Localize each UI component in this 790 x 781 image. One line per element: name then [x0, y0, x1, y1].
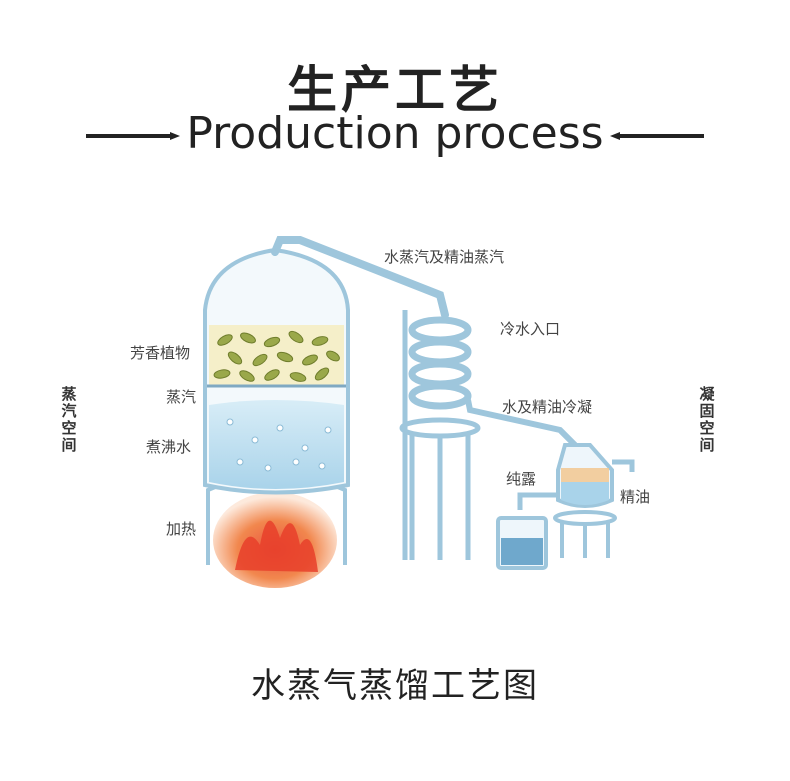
subtitle-row: Production process	[0, 108, 790, 164]
distillation-illustration	[203, 236, 635, 588]
divider-left	[86, 132, 180, 140]
bubbles	[226, 418, 332, 472]
vapor-pipe	[271, 236, 449, 319]
label-heating: 加热	[166, 520, 197, 538]
separator-water	[561, 482, 609, 505]
oil-spout	[612, 459, 635, 472]
label-steam: 蒸汽	[166, 388, 197, 406]
fire-flames	[235, 520, 318, 572]
label-steam-space: 蒸汽空间	[61, 385, 77, 454]
separator-stand	[553, 510, 617, 558]
label-boiling-water: 煮沸水	[146, 438, 192, 456]
label-condensation: 水及精油冷凝	[502, 398, 593, 416]
boiling-water	[209, 400, 344, 489]
label-essential-oil: 精油	[620, 488, 651, 506]
hydrosol-liquid	[501, 538, 543, 565]
condenser-outlet	[465, 399, 578, 448]
condenser-stand	[399, 310, 481, 560]
distillation-diagram: 水蒸汽及精油蒸汽 冷水入口 水及精油冷凝 芳香植物 蒸汽 煮沸水 加热 纯露 精…	[0, 200, 790, 640]
leaves	[213, 330, 340, 382]
page-title: 生产工艺	[287, 61, 503, 119]
divider-right	[610, 132, 704, 140]
page-subtitle: Production process	[186, 108, 604, 159]
diagram-caption: 水蒸气蒸馏工艺图	[251, 666, 539, 706]
label-hydrosol: 纯露	[506, 470, 537, 488]
label-plants: 芳香植物	[130, 344, 191, 362]
label-vapor: 水蒸汽及精油蒸汽	[384, 248, 505, 266]
condenser-coil	[408, 316, 472, 410]
label-condensation-space: 凝固空间	[699, 385, 715, 454]
label-cold-water-inlet: 冷水入口	[500, 320, 561, 338]
hydrosol-spout	[517, 492, 558, 510]
oil-layer	[561, 468, 609, 482]
